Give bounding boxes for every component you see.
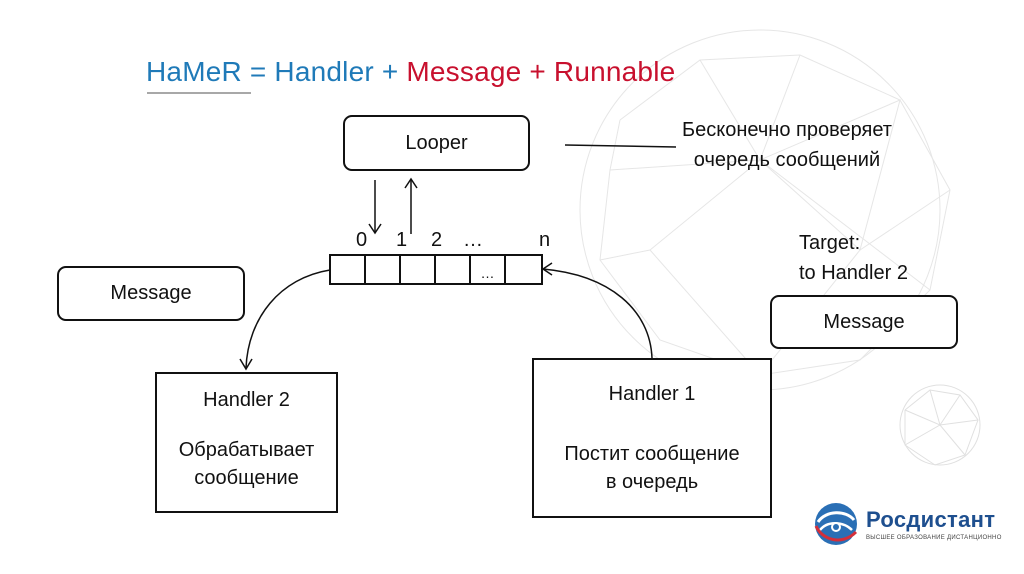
queue-cell (401, 256, 436, 283)
logo-name: Росдистант (866, 507, 996, 532)
handler2-box: Handler 2 Обрабатывает сообщение (155, 372, 338, 513)
message-left-label: Message (110, 282, 192, 304)
queue-cell (436, 256, 471, 283)
looper-label: Looper (405, 131, 468, 154)
queue-index-1: 1 (396, 229, 408, 251)
handler1-title: Handler 1 (608, 383, 696, 405)
looper-note-line2: очередь сообщений (693, 149, 881, 171)
handler2-title: Handler 2 (203, 389, 290, 411)
small-geodesic-sphere-icon (899, 384, 981, 466)
queue-index-0: 0 (356, 229, 368, 251)
logo-tagline: ВЫСШЕЕ ОБРАЗОВАНИЕ ДИСТАНЦИОННО (866, 535, 1002, 541)
title-part-handler: HaMeR = Handler + (146, 56, 407, 87)
handler1-desc-line1: Постит сообщение (564, 443, 740, 465)
queue-index-ellipsis: … (463, 229, 483, 251)
queue-cell (506, 256, 541, 283)
message-right-label: Message (823, 310, 905, 333)
page-title: HaMeR = Handler + Message + Runnable (146, 56, 675, 88)
target-note: Target: to Handler 2 (799, 228, 908, 288)
queue-cell: … (471, 256, 506, 283)
rosdistant-logo: Росдистант ВЫСШЕЕ ОБРАЗОВАНИЕ ДИСТАНЦИОН… (812, 500, 1002, 548)
target-note-line1: Target: (799, 232, 861, 254)
arrow-queue-to-looper (404, 177, 418, 234)
looper-note-connector (564, 144, 677, 148)
target-note-line2: to Handler 2 (799, 262, 908, 284)
arrow-queue-to-handler2 (239, 269, 331, 371)
message-box-left: Message (57, 266, 245, 321)
queue-cell (331, 256, 366, 283)
looper-box: Looper (343, 115, 530, 171)
arrow-handler1-to-queue (541, 262, 653, 359)
queue-index-n: n (539, 229, 551, 251)
looper-note-line1: Бесконечно проверяет (682, 119, 892, 141)
looper-note: Бесконечно проверяет очередь сообщений (682, 115, 892, 175)
handler1-box: Handler 1 Постит сообщение в очередь (532, 358, 772, 518)
arrow-looper-to-queue (368, 180, 382, 235)
handler2-desc-line2: сообщение (194, 467, 299, 489)
handler1-desc-line2: в очередь (605, 471, 699, 493)
handler2-desc-line1: Обрабатывает (178, 439, 315, 461)
message-queue: … (329, 254, 543, 285)
queue-cell (366, 256, 401, 283)
title-underline (147, 92, 251, 94)
title-part-message-runnable: Message + Runnable (406, 56, 676, 87)
rosdistant-globe-icon (814, 503, 858, 545)
message-box-right: Message (770, 295, 958, 349)
queue-index-2: 2 (431, 229, 443, 251)
